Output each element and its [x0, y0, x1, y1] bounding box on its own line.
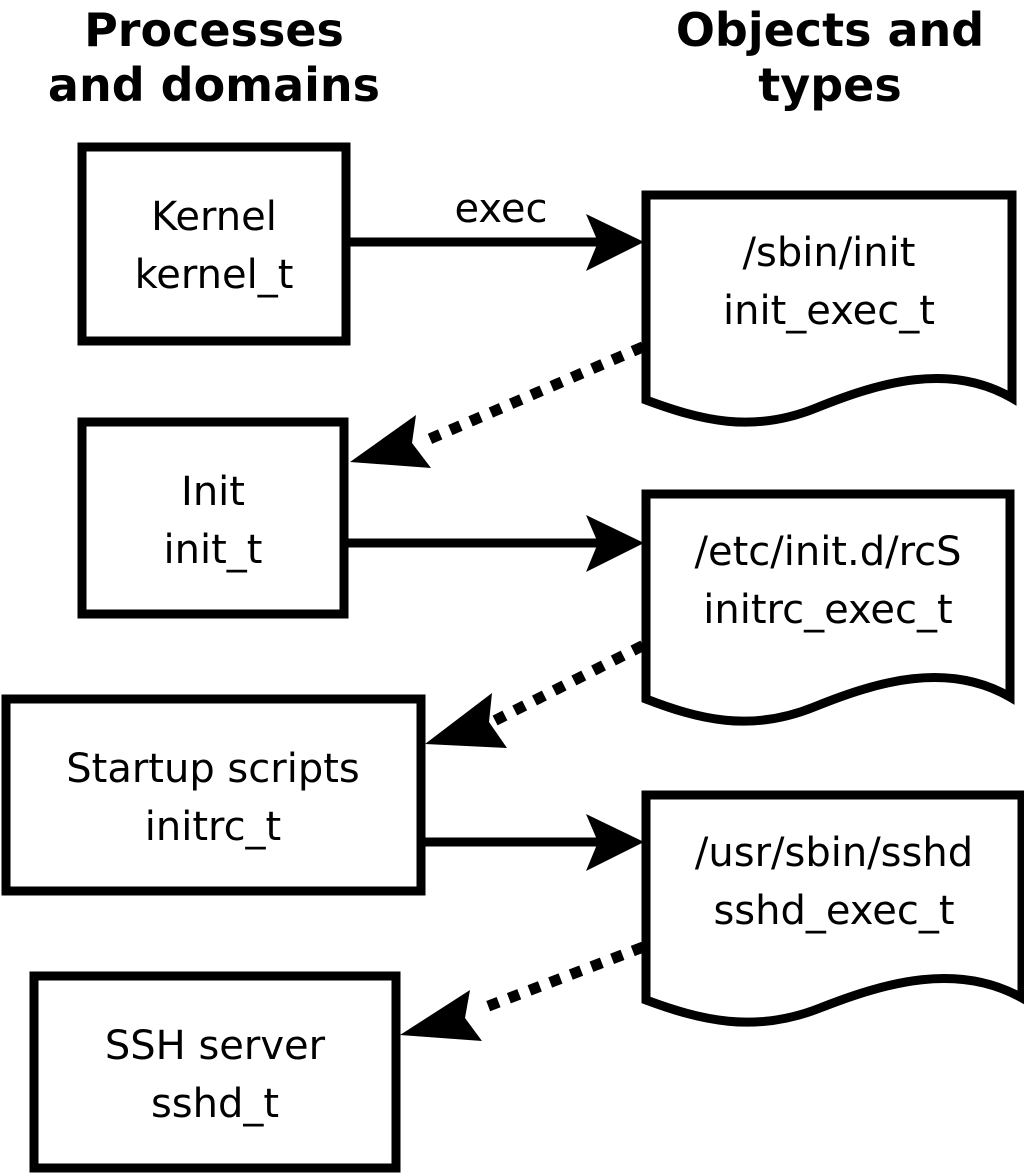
- node-init-line2: init_t: [164, 527, 263, 573]
- node-sshd-exec[interactable]: /usr/sbin/sshd sshd_exec_t: [641, 790, 1024, 1027]
- column-header-objects-line1: Objects and: [676, 3, 984, 57]
- node-sshd-line2: sshd_t: [151, 1081, 279, 1127]
- node-sshd-exec-line2: sshd_exec_t: [713, 888, 954, 934]
- node-initrc-box[interactable]: [1, 694, 426, 896]
- column-header-objects-line2: types: [758, 58, 901, 112]
- node-initrc-line1: Startup scripts: [66, 746, 359, 792]
- node-kernel[interactable]: Kernel kernel_t: [77, 142, 351, 346]
- arrowhead-kernel-to-init-exec: [586, 214, 644, 271]
- node-sshd[interactable]: SSH server sshd_t: [29, 971, 401, 1173]
- node-initrc-line2: initrc_t: [145, 804, 282, 850]
- node-init[interactable]: Init init_t: [77, 417, 349, 619]
- edge-line-sshd-exec-to-sshd: [470, 941, 646, 1018]
- node-initrc-exec-line1: /etc/init.d/rcS: [694, 529, 961, 575]
- node-sshd-exec-document[interactable]: [641, 790, 1024, 1027]
- column-header-processes-line2: and domains: [48, 58, 380, 112]
- column-header-objects: Objects and types: [676, 3, 984, 112]
- node-kernel-box[interactable]: [77, 142, 351, 346]
- edge-line-initrc-exec-to-initrc: [492, 640, 646, 726]
- column-header-processes: Processes and domains: [48, 3, 380, 112]
- node-kernel-line2: kernel_t: [135, 252, 294, 298]
- edge-label-exec: exec: [455, 186, 548, 232]
- arrowhead-init-exec-to-init: [350, 415, 431, 468]
- node-init-box[interactable]: [77, 417, 349, 619]
- arrowhead-initrc-exec-to-initrc: [425, 693, 507, 748]
- node-initrc-exec-line2: initrc_exec_t: [703, 587, 952, 633]
- column-header-processes-line1: Processes: [84, 3, 344, 57]
- node-init-line1: Init: [181, 469, 245, 515]
- edge-kernel-exec-init-exec: exec: [350, 186, 644, 271]
- arrowhead-init-to-initrc-exec: [586, 515, 644, 572]
- node-init-exec-line1: /sbin/init: [743, 230, 916, 276]
- node-init-exec-document[interactable]: [641, 190, 1017, 427]
- node-init-exec-line2: init_exec_t: [723, 288, 935, 334]
- edge-line-init-exec-to-init: [417, 341, 646, 449]
- edge-sshd-exec-to-sshd: [400, 941, 646, 1041]
- arrowhead-sshd-exec-to-sshd: [400, 990, 482, 1041]
- edge-init-exec-initrc-exec: [348, 515, 644, 572]
- edge-init-exec-to-init: [350, 341, 646, 468]
- node-sshd-line1: SSH server: [105, 1023, 326, 1069]
- node-sshd-box[interactable]: [29, 971, 401, 1173]
- node-initrc-exec[interactable]: /etc/init.d/rcS initrc_exec_t: [641, 489, 1015, 726]
- node-initrc-exec-document[interactable]: [641, 489, 1015, 726]
- node-init-exec[interactable]: /sbin/init init_exec_t: [641, 190, 1017, 427]
- arrowhead-initrc-to-sshd-exec: [586, 814, 644, 871]
- node-kernel-line1: Kernel: [151, 194, 277, 240]
- node-sshd-exec-line1: /usr/sbin/sshd: [695, 830, 973, 876]
- node-initrc[interactable]: Startup scripts initrc_t: [1, 694, 426, 896]
- edge-initrc-exec-to-initrc: [425, 640, 646, 748]
- edge-initrc-exec-sshd-exec: [425, 814, 644, 871]
